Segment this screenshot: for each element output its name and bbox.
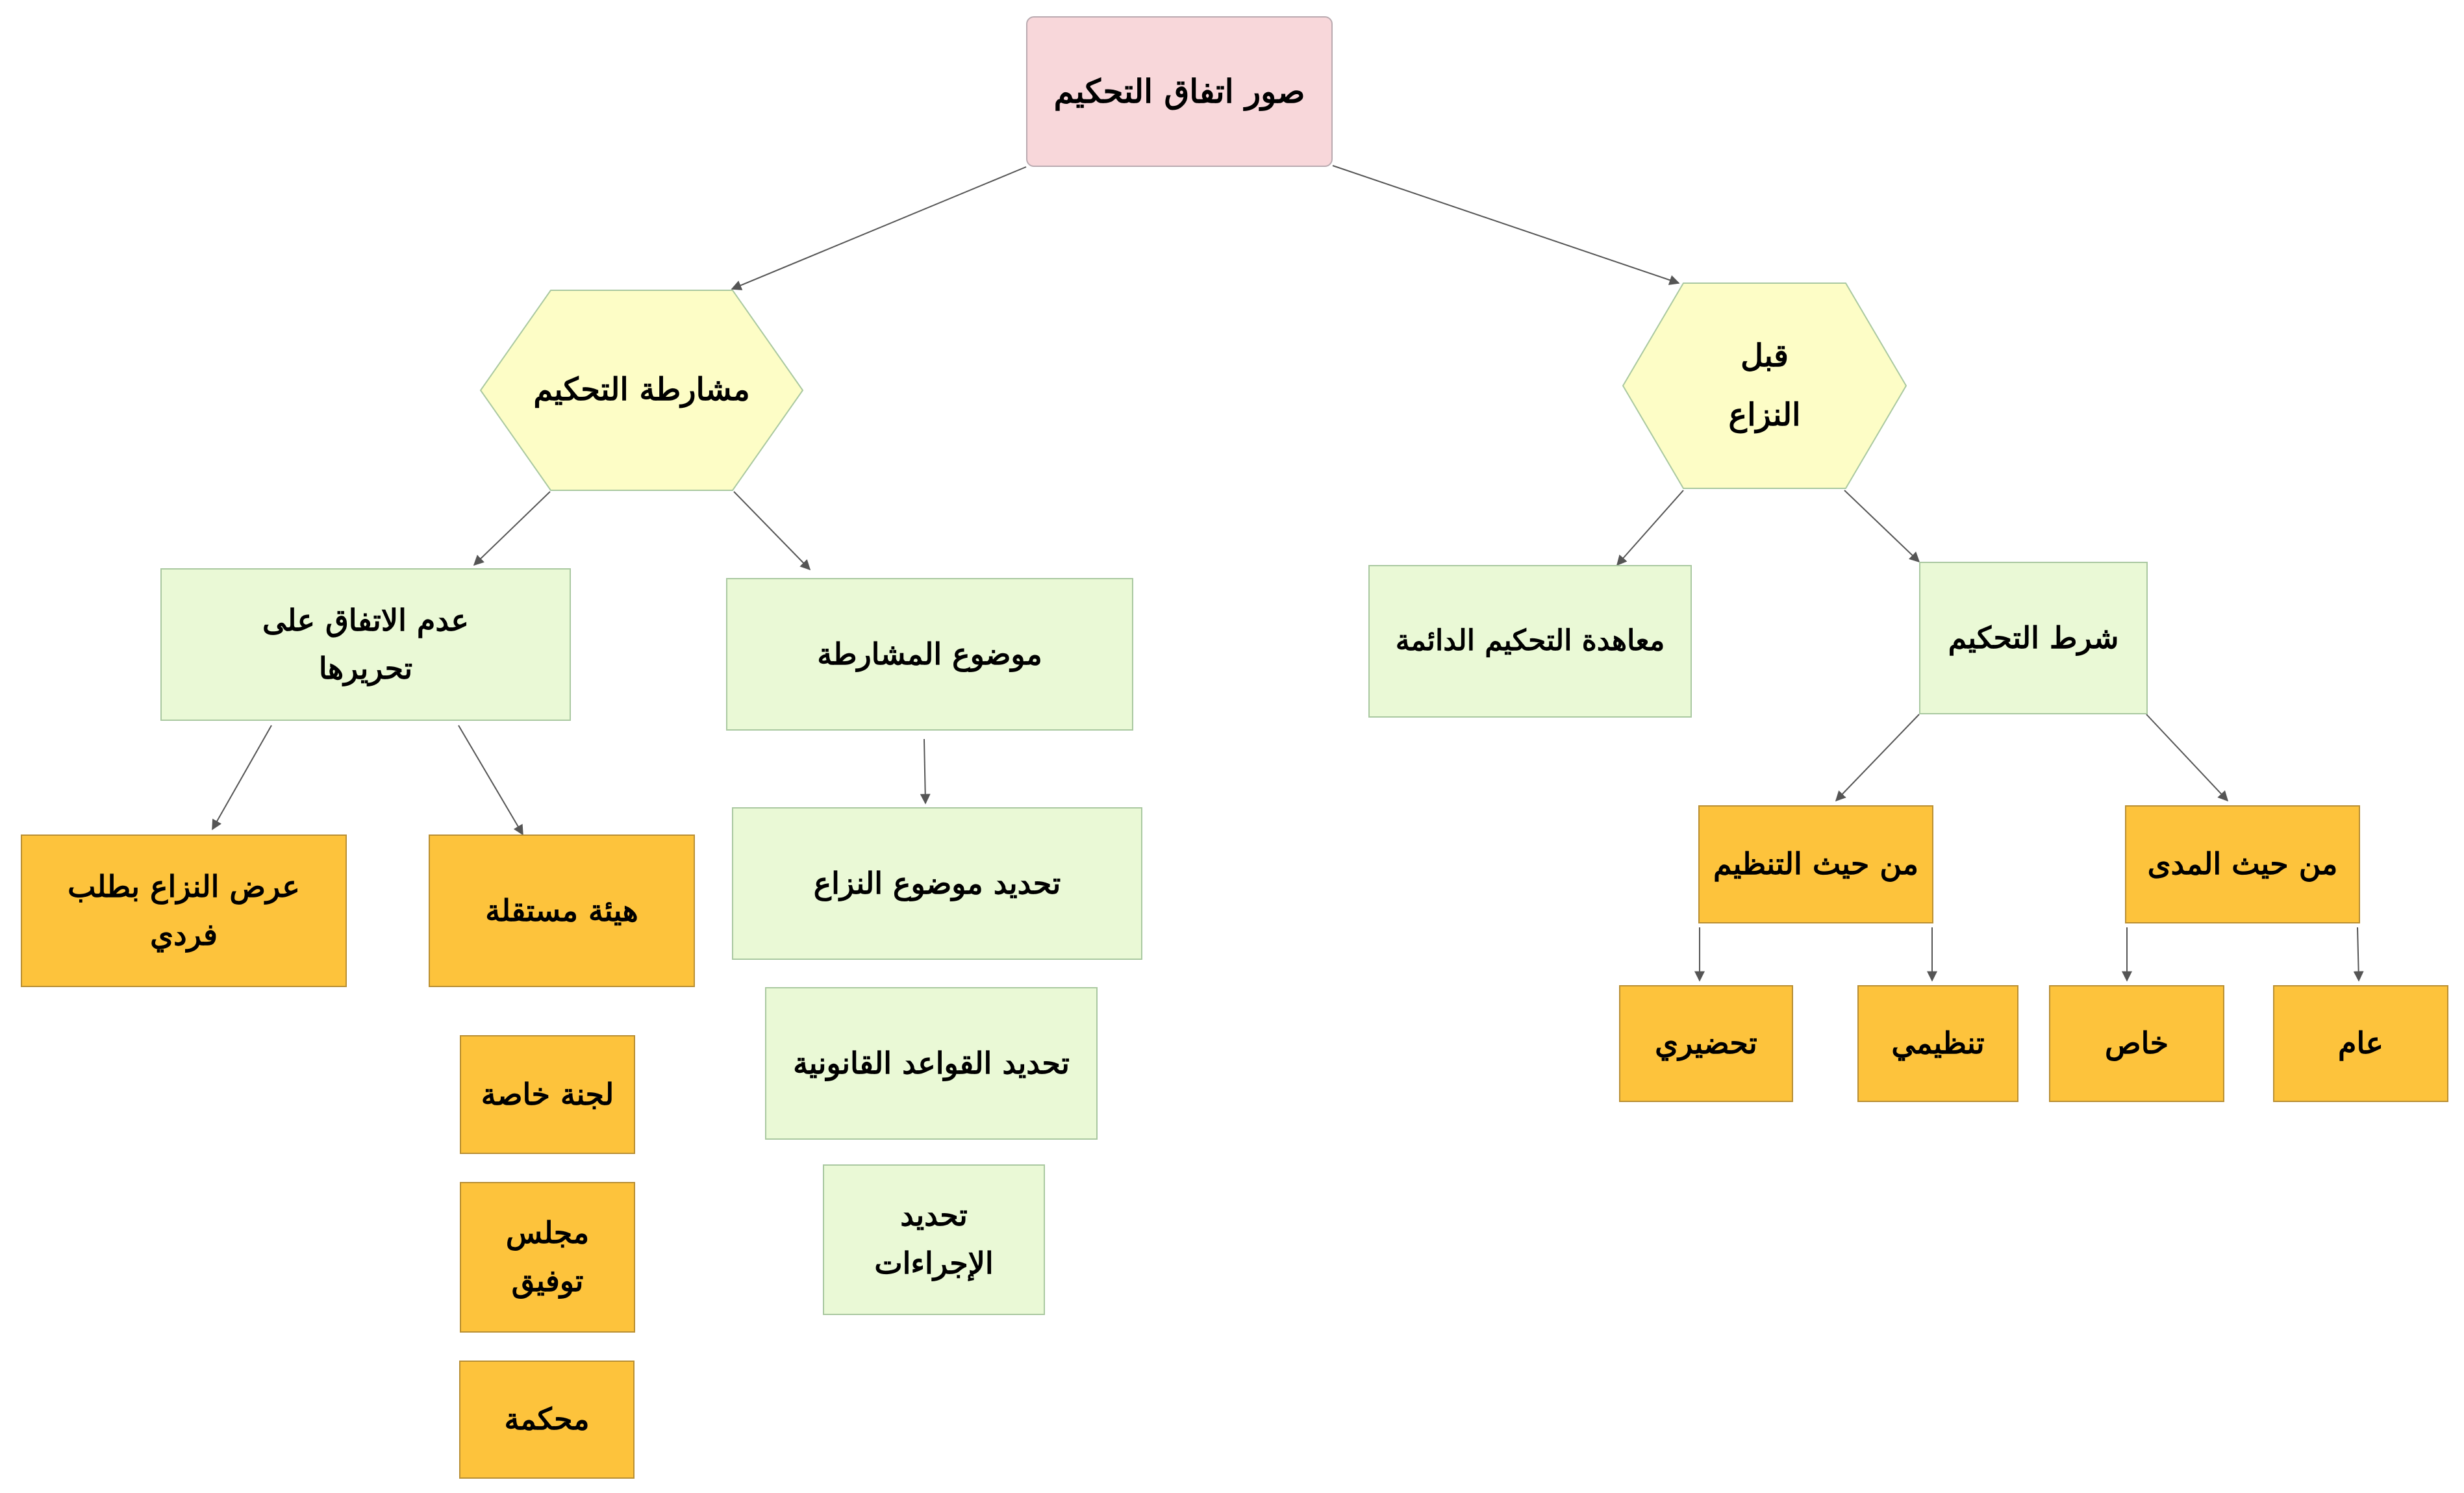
special-committee-node: لجنة خاصة xyxy=(460,1035,635,1154)
independent-body-node: هيئة مستقلة xyxy=(429,834,695,987)
edge-failure-to-individual xyxy=(212,725,272,831)
arbitration-clause-node: شرط التحكيم xyxy=(1919,562,2148,714)
edge-scope-to-general xyxy=(2353,927,2364,982)
organizational-label: تنظيمي xyxy=(1891,1025,1985,1061)
individual-request-label: عرض النزاع بطلب فردي xyxy=(68,868,300,952)
general-label: عام xyxy=(2338,1025,2383,1061)
special-committee-label: لجنة خاصة xyxy=(481,1076,614,1112)
edge-root-to-agreement xyxy=(731,166,1027,290)
special-label: خاص xyxy=(2104,1025,2169,1061)
before-dispute-label: قبل النزاع xyxy=(1728,337,1801,433)
edge-root-to-before-dispute xyxy=(1332,165,1680,285)
define-subject-node: تحديد موضوع النزاع xyxy=(732,807,1142,960)
define-rules-node: تحديد القواعد القانونية xyxy=(765,987,1098,1140)
organizational-node: تنظيمي xyxy=(1857,985,2018,1102)
permanent-treaty-label: معاهدة التحكيم الدائمة xyxy=(1395,624,1665,658)
by-scope-label: من حيث المدى xyxy=(2147,846,2338,882)
subject-of-agreement-label: موضوع المشارطة xyxy=(817,636,1042,671)
hexagon-shape xyxy=(479,290,804,491)
edge-clause-to-organization xyxy=(1835,714,1920,802)
conciliation-council-label: مجلس توفيق xyxy=(505,1215,590,1298)
by-organization-node: من حيث التنظيم xyxy=(1698,805,1933,923)
arbitration-agreement-label: مشارطة التحكيم xyxy=(533,371,750,408)
edge-subject-to-define xyxy=(920,738,931,805)
conciliation-council-node: مجلس توفيق xyxy=(460,1182,635,1333)
define-procedures-node: تحديد الإجراءات xyxy=(823,1164,1045,1315)
preparatory-node: تحضيري xyxy=(1619,985,1793,1102)
define-subject-label: تحديد موضوع النزاع xyxy=(813,865,1061,901)
edge-agreement-to-subject xyxy=(733,491,811,571)
special-node: خاص xyxy=(2049,985,2224,1102)
edge-before-to-clause xyxy=(1844,490,1920,563)
subject-of-agreement-node: موضوع المشارطة xyxy=(726,578,1133,731)
root-node: صور اتفاق التحكيم xyxy=(1026,16,1333,167)
general-node: عام xyxy=(2273,985,2448,1102)
failure-to-agree-label: عدم الاتفاق على تحريرها xyxy=(262,602,469,686)
court-label: محكمة xyxy=(504,1401,590,1437)
edge-before-to-treaty xyxy=(1616,490,1684,566)
independent-body-label: هيئة مستقلة xyxy=(485,892,638,928)
arbitration-clause-label: شرط التحكيم xyxy=(1948,620,2119,655)
arbitration-agreement-hexagon: مشارطة التحكيم xyxy=(479,289,804,492)
hexagon-shape xyxy=(1622,282,1907,489)
by-scope-node: من حيث المدى xyxy=(2125,805,2360,923)
edge-agreement-to-failure xyxy=(473,491,551,566)
individual-request-node: عرض النزاع بطلب فردي xyxy=(21,834,347,987)
define-rules-label: تحديد القواعد القانونية xyxy=(793,1045,1070,1081)
failure-to-agree-node: عدم الاتفاق على تحريرها xyxy=(160,568,571,721)
root-label: صور اتفاق التحكيم xyxy=(1053,72,1305,110)
edge-clause-to-scope xyxy=(2146,714,2229,802)
edge-failure-to-independent xyxy=(458,725,523,836)
define-procedures-label: تحديد الإجراءات xyxy=(874,1198,994,1281)
by-organization-label: من حيث التنظيم xyxy=(1713,846,1918,882)
before-dispute-hexagon: قبل النزاع xyxy=(1622,282,1907,490)
permanent-treaty-node: معاهدة التحكيم الدائمة xyxy=(1368,565,1692,718)
preparatory-label: تحضيري xyxy=(1655,1025,1757,1061)
court-node: محكمة xyxy=(459,1361,635,1479)
